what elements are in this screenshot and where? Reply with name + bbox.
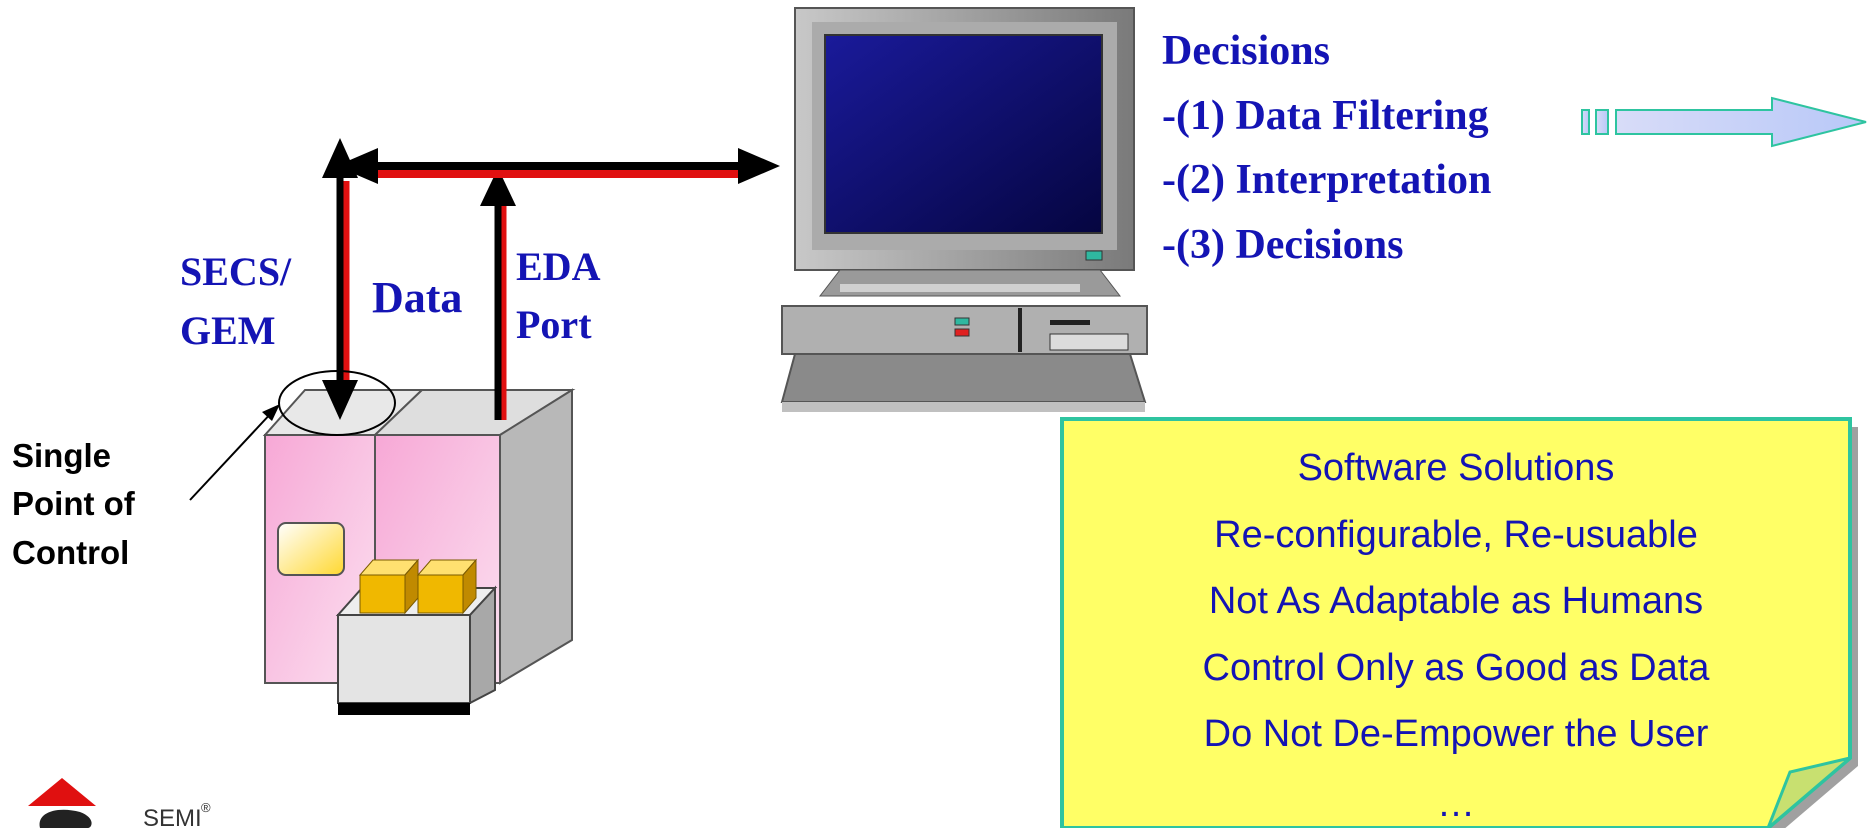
note-line-5: Do Not De-Empower the User [1204,713,1709,755]
eda-port-label-line1: EDA [516,244,601,289]
equipment-tool [262,388,576,715]
tool-window [277,522,345,576]
single-point-label-line2: Point of [12,485,136,522]
decision-item-2: -(2) Interpretation [1162,157,1491,203]
semi-logo: SEMI ® [28,778,211,828]
wafer-carrier-2 [416,558,478,615]
semi-logo-registered: ® [201,800,211,815]
note-line-6: … [1437,783,1475,825]
secs-gem-arrow [322,138,358,420]
decision-item-3: -(3) Decisions [1162,222,1403,268]
secs-gem-label-line2: GEM [180,308,276,353]
pointer-arrow [189,404,280,501]
decisions-title: Decisions [1162,28,1330,74]
eda-port-arrow [480,168,516,420]
eda-port-label-line2: Port [516,302,592,347]
note-line-2: Re-configurable, Re-usuable [1214,514,1698,556]
note-line-4: Control Only as Good as Data [1203,647,1711,689]
computer-monitor [794,7,1135,297]
data-label: Data [372,273,462,322]
semi-logo-triangle [28,778,96,806]
note-line-1: Software Solutions [1298,447,1615,489]
output-arrow [1581,96,1867,148]
semi-logo-text: SEMI [143,805,202,828]
computer-base-unit [780,305,1148,412]
wafer-carrier-1 [358,558,420,615]
secs-gem-label-line1: SECS/ [180,249,292,294]
single-point-label-line3: Control [12,534,129,571]
control-point-ellipse [278,370,396,436]
monitor-screen [824,34,1103,234]
single-point-label-line1: Single [12,437,111,474]
network-bus-arrow [336,148,780,184]
semi-logo-swoosh [39,809,92,828]
decision-item-1: -(1) Data Filtering [1162,93,1489,139]
note-line-3: Not As Adaptable as Humans [1209,580,1703,622]
sticky-note [1060,417,1858,828]
